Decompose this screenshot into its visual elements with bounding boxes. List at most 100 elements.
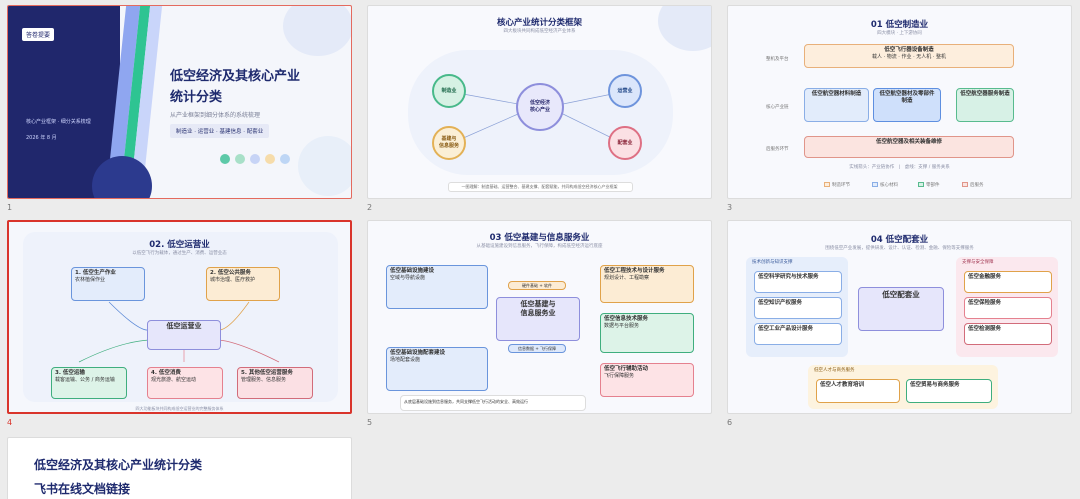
box-title: 低空金融服务 [968, 274, 1002, 280]
box-line: 数据与平台服务 [604, 323, 640, 329]
box-title: 低空基础设施建设 [390, 268, 435, 274]
slide-2-thumbnail[interactable]: 核心产业统计分类框架 四大板块共同构成低空经济产业体系 低空经济 核心产业 制造… [367, 5, 712, 199]
decor-circle [283, 6, 351, 56]
left-box-3: 低空工业产品设计服务 [754, 323, 842, 345]
legend-item: 零部件 [926, 183, 940, 188]
node-label: 配套业 [617, 139, 633, 146]
dot [280, 154, 290, 164]
group-label: 低空人才与商务服务 [814, 368, 855, 373]
right-box-2: 低空保险服务 [964, 297, 1052, 319]
dot [250, 154, 260, 164]
op-box-2: 2. 低空公共服务城市治理、医疗救护 [206, 267, 280, 301]
slide-number: 5 [367, 418, 373, 427]
slide-4-subtitle: 以低空飞行为载体，通过生产、消费、运营业态 [132, 251, 227, 256]
center-node: 低空运营业 [147, 320, 221, 350]
box-title: 低空航空器服务制造 [960, 91, 1010, 97]
slide-4-thumbnail[interactable]: 02. 低空运营业 以低空飞行为载体，通过生产、消费、运营业态 1. 低空生产作… [7, 220, 352, 414]
op-box-3: 3. 低空运输载客运输、公务 / 商务运输 [51, 367, 127, 399]
slide-1-date: 2026 年 8 月 [26, 135, 57, 141]
group-label: 技术创新与知识支撑 [752, 260, 793, 265]
op-box-1: 1. 低空生产作业农林植保作业 [71, 267, 145, 301]
slide-3-footer: 实线箭头：产业链协作 | 虚线：支撑 / 服务关系 [849, 165, 950, 170]
slide-3-subtitle: 四大模块 · 上下游协同 [877, 31, 922, 36]
slide-2-subtitle: 四大板块共同构成低空经济产业体系 [503, 29, 576, 34]
center-node: 低空配套业 [858, 287, 944, 331]
center-label: 低空经济 核心产业 [529, 100, 550, 113]
box-title: 低空知识产权服务 [758, 300, 803, 306]
right-box-3: 低空飞行辅助活动飞行保障服务 [600, 363, 694, 397]
box-title: 低空科学研究与技术服务 [758, 274, 819, 280]
node-support: 配套业 [608, 126, 642, 160]
left-box-2: 低空知识产权服务 [754, 297, 842, 319]
box-title: 低空飞行器设备制造 [884, 47, 934, 53]
op-box-4: 4. 低空消费观光旅游、航空运动 [147, 367, 223, 399]
box-title: 低空人才教育培训 [820, 382, 865, 388]
slide-1-left-text: 核心产业框架 · 细分关系梳理 [26, 119, 91, 125]
legend-item: 制造环节 [832, 183, 850, 188]
slide-1-subtitle: 从产业框架到细分体系的系统梳理 [170, 112, 261, 119]
op-box-5: 5. 其他低空运营服务管理服务、信息服务 [237, 367, 313, 399]
box-line: 城市治理、医疗救护 [210, 277, 256, 283]
box-line: 农林植保作业 [75, 277, 106, 283]
dot [220, 154, 230, 164]
center-label: 低空基建与 信息服务业 [520, 300, 556, 317]
group-label: 支撑与安全保障 [962, 260, 994, 265]
decor-circle [298, 136, 351, 196]
box-sub: 载人 · 物流 · 作业 · 无人机 · 整机 [871, 54, 947, 60]
box-line: 载客运输、公务 / 商务运输 [55, 377, 115, 383]
box-title: 低空工业产品设计服务 [758, 326, 814, 332]
box-title: 低空基础设施配套建设 [390, 350, 446, 356]
row-label: 整机及平台 [766, 57, 789, 62]
dot [235, 154, 245, 164]
box-title: 低空航空器材及零部件制造 [879, 91, 935, 104]
slide-5-footer: 从底层基础设施到信息服务，共同支撑低空飞行活动的安全、高效运行 [400, 395, 586, 411]
box-title: 低空保险服务 [968, 300, 1002, 306]
slide-6-thumbnail[interactable]: 04 低空配套业 围绕低空产业发展，提供研发、设计、认证、检测、金融、保险等支撑… [727, 220, 1072, 414]
node-label: 制造业 [441, 87, 457, 94]
pill-label: 硬件基础 + 软件 [522, 283, 552, 288]
mid-box-2: 低空航空器材及零部件制造 [873, 88, 941, 122]
slide-3-title: 01 低空制造业 [870, 20, 929, 30]
box-line: 飞行保障服务 [604, 373, 635, 379]
box-title: 低空贸易与商务服务 [910, 382, 960, 388]
left-box-1: 低空科学研究与技术服务 [754, 271, 842, 293]
box-title: 低空检测服务 [968, 326, 1002, 332]
center-label: 低空运营业 [166, 322, 202, 330]
box-line: 管理服务、信息服务 [241, 377, 287, 383]
box-line: 规划设计、工程勘察 [604, 275, 650, 281]
center-label: 低空配套业 [882, 290, 920, 299]
slide-7-title: 低空经济及其核心产业统计分类 [34, 458, 203, 472]
slide-6-subtitle: 围绕低空产业发展，提供研发、设计、认证、检测、金融、保险等支撑服务 [825, 246, 974, 251]
slide-7-thumbnail[interactable]: 低空经济及其核心产业统计分类 飞书在线文档链接 [7, 437, 352, 499]
left-box-2: 低空基础设施配套建设场地配套设施 [386, 347, 488, 391]
left-box-1: 低空基础设施建设空域与导航设施 [386, 265, 488, 309]
slide-number: 6 [727, 418, 733, 427]
box-title: 3. 低空运输 [55, 370, 85, 376]
box-title: 2. 低空公共服务 [210, 270, 251, 276]
box-title: 低空飞行辅助活动 [604, 366, 649, 372]
box-title: 4. 低空消费 [151, 370, 181, 376]
title-line: 低空经济及其核心产业 [170, 69, 301, 84]
bottom-box-2: 低空贸易与商务服务 [906, 379, 992, 403]
slide-5-subtitle: 从基础设施建设到信息服务，飞行保障，构成低空经济运行底座 [476, 244, 603, 249]
slide-6-title: 04 低空配套业 [870, 235, 929, 245]
slide-2-footer: 一图理解：制造基础、运营整合、基建支撑、配套赋能，共同构成低空经济核心产业框架 [461, 184, 618, 189]
center-node: 低空经济 核心产业 [516, 83, 564, 131]
box-title: 低空航空器及相关装备维修 [875, 139, 942, 145]
slide-5-thumbnail[interactable]: 03 低空基建与信息服务业 从基础设施建设到信息服务，飞行保障，构成低空经济运行… [367, 220, 712, 414]
row-label: 核心产业链 [766, 105, 789, 110]
footer-text: 从底层基础设施到信息服务，共同支撑低空飞行活动的安全、高效运行 [404, 399, 528, 404]
dot [265, 154, 275, 164]
slide-7-link-label: 飞书在线文档链接 [34, 482, 131, 496]
right-box-1: 低空工程技术与设计服务规划设计、工程勘察 [600, 265, 694, 303]
slide-4-footer: 四大功能板块共同构成低空运营业的完整服务体系 [135, 406, 224, 411]
slide-3-thumbnail[interactable]: 01 低空制造业 四大模块 · 上下游协同 整机及平台 核心产业链 后服务环节 … [727, 5, 1072, 199]
box-title: 低空信息技术服务 [604, 316, 649, 322]
row-label: 后服务环节 [766, 147, 789, 152]
slide-2-title: 核心产业统计分类框架 [496, 18, 582, 28]
slide-5-title: 03 低空基建与信息服务业 [489, 233, 590, 243]
slide-1-thumbnail[interactable]: 答卷提要 核心产业框架 · 细分关系梳理 2026 年 8 月 低空经济及其核心… [7, 5, 352, 199]
right-box-2: 低空信息技术服务数据与平台服务 [600, 313, 694, 353]
pill-top: 硬件基础 + 软件 [508, 281, 566, 290]
box-title: 1. 低空生产作业 [75, 270, 116, 276]
